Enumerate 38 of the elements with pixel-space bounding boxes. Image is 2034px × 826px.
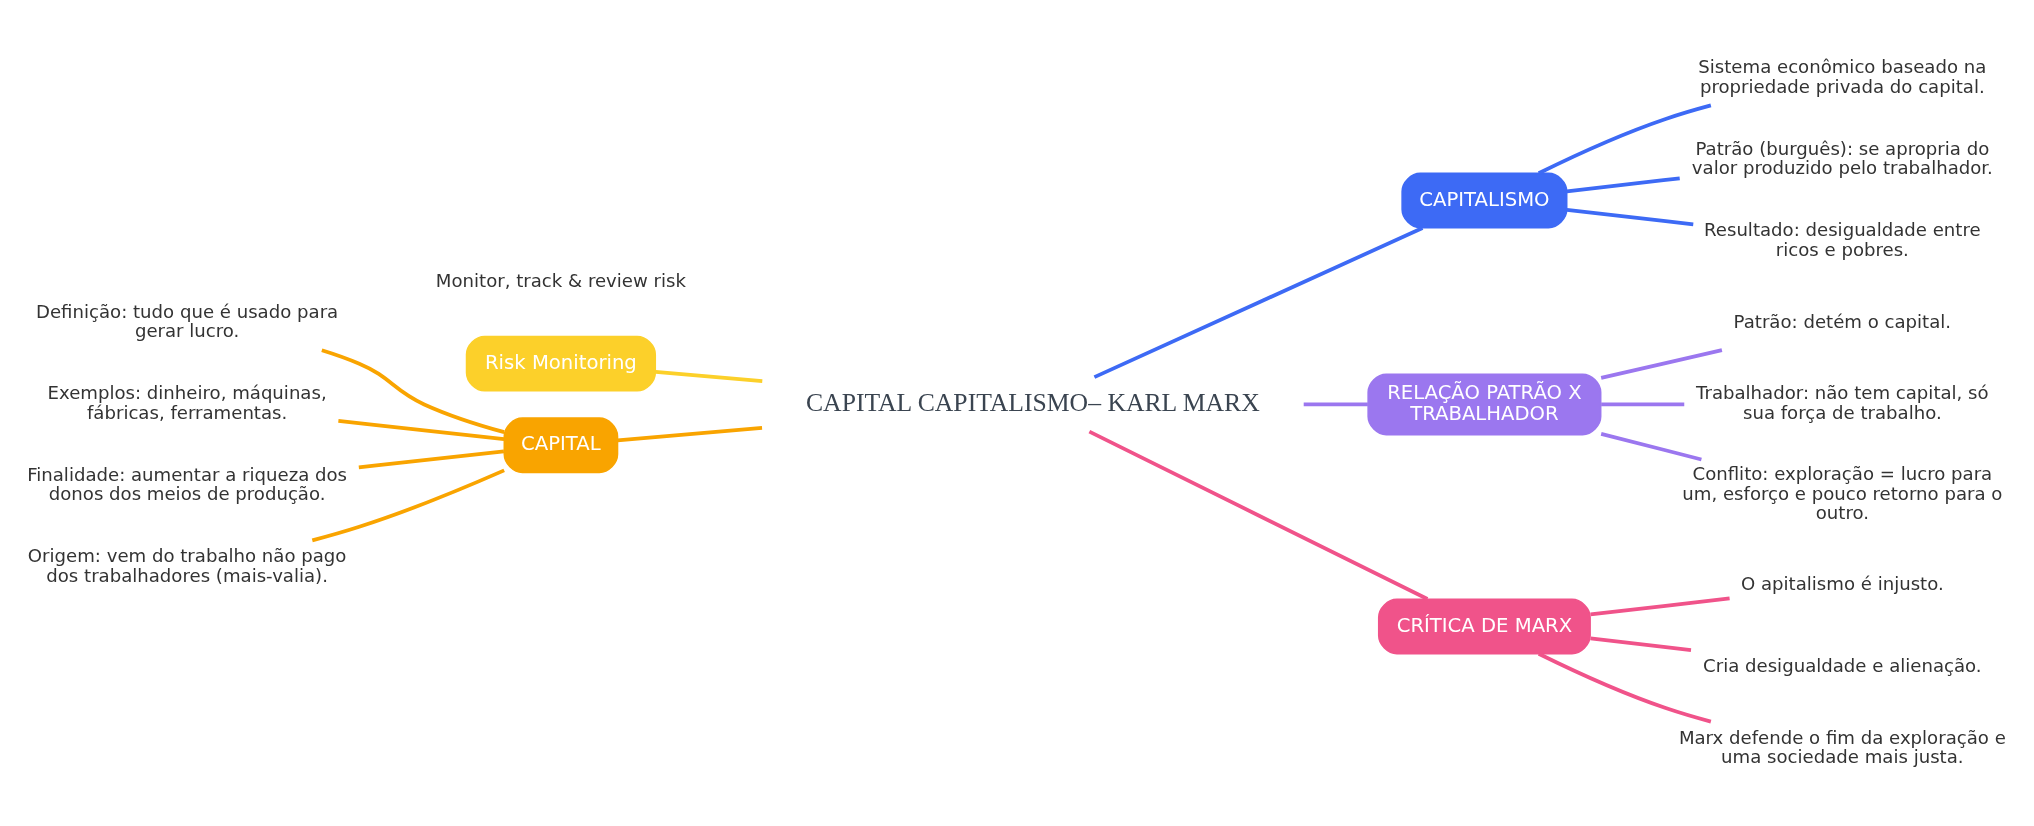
- connector: [1088, 429, 1429, 601]
- connector: [617, 425, 763, 442]
- connector: [1601, 402, 1685, 406]
- connector: [1590, 636, 1692, 652]
- node-text: Cria desigualdade e alienação.: [1703, 654, 1982, 676]
- connector: [311, 468, 505, 542]
- connector: [358, 448, 505, 469]
- connector: [1566, 175, 1680, 193]
- node-text: Origem: vem do trabalho não pago dos trabalhadores (mais-valia).: [27, 544, 347, 586]
- node-box: CAPITAL: [503, 416, 619, 473]
- connector: [1590, 596, 1730, 616]
- connector: [1600, 347, 1723, 380]
- connector: [1600, 431, 1702, 461]
- node-text: Finalidade: aumentar a riqueza dos donos dos meios de produção.: [27, 463, 348, 504]
- connector: [1566, 207, 1694, 226]
- node-label: Monitor, track & review risk: [435, 269, 686, 291]
- node-text: CAPITAL CAPITALISMO– KARL MARX: [806, 387, 1260, 417]
- node-text: O apitalismo é injusto.: [1740, 572, 1944, 594]
- connector: [338, 418, 505, 441]
- node-box: RELAÇÃO PATRÃO X TRABALHADOR: [1367, 372, 1602, 435]
- connector: [1537, 103, 1712, 175]
- node-text: Sistema econômico baseado na propriedade privada do capital.: [1698, 55, 1987, 97]
- node-text: Marx defende o fim da exploração e uma sociedade mais justa.: [1678, 726, 2006, 767]
- node-box: CAPITALISMO: [1401, 172, 1568, 228]
- node-text: Patrão: detém o capital.: [1733, 310, 1952, 332]
- connector: [1303, 402, 1368, 406]
- connector: [1093, 225, 1424, 379]
- connector: [321, 347, 505, 434]
- node-text: Patrão (burguês): se apropria do valor produzido pelo trabalhador.: [1691, 137, 1993, 178]
- node-text: Conflito: exploração = lucro para um, esforço e pouco retorno para o outro.: [1682, 462, 2003, 523]
- connector: [1537, 651, 1712, 723]
- node-text: Trabalhador: não tem capital, só sua força de trabalho.: [1696, 381, 1989, 423]
- node-text: Exemplos: dinheiro, máquinas, fábricas, ferramentas.: [47, 381, 327, 423]
- node-box: Risk Monitoring: [465, 335, 657, 392]
- node-text: Resultado: desigualdade entre ricos e pobres.: [1704, 218, 1981, 260]
- connector: [655, 369, 763, 383]
- node-box: CRÍTICA DE MARX: [1377, 598, 1591, 654]
- node-text: Definição: tudo que é usado para gerar lucro.: [36, 300, 339, 341]
